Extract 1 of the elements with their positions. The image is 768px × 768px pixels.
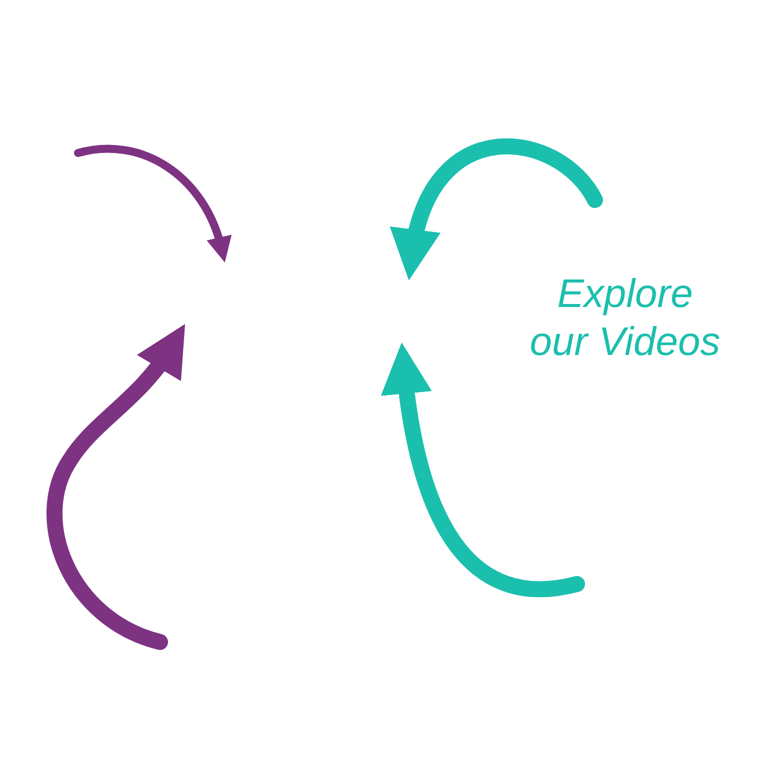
note-text: Explore our Videos [528,271,722,366]
